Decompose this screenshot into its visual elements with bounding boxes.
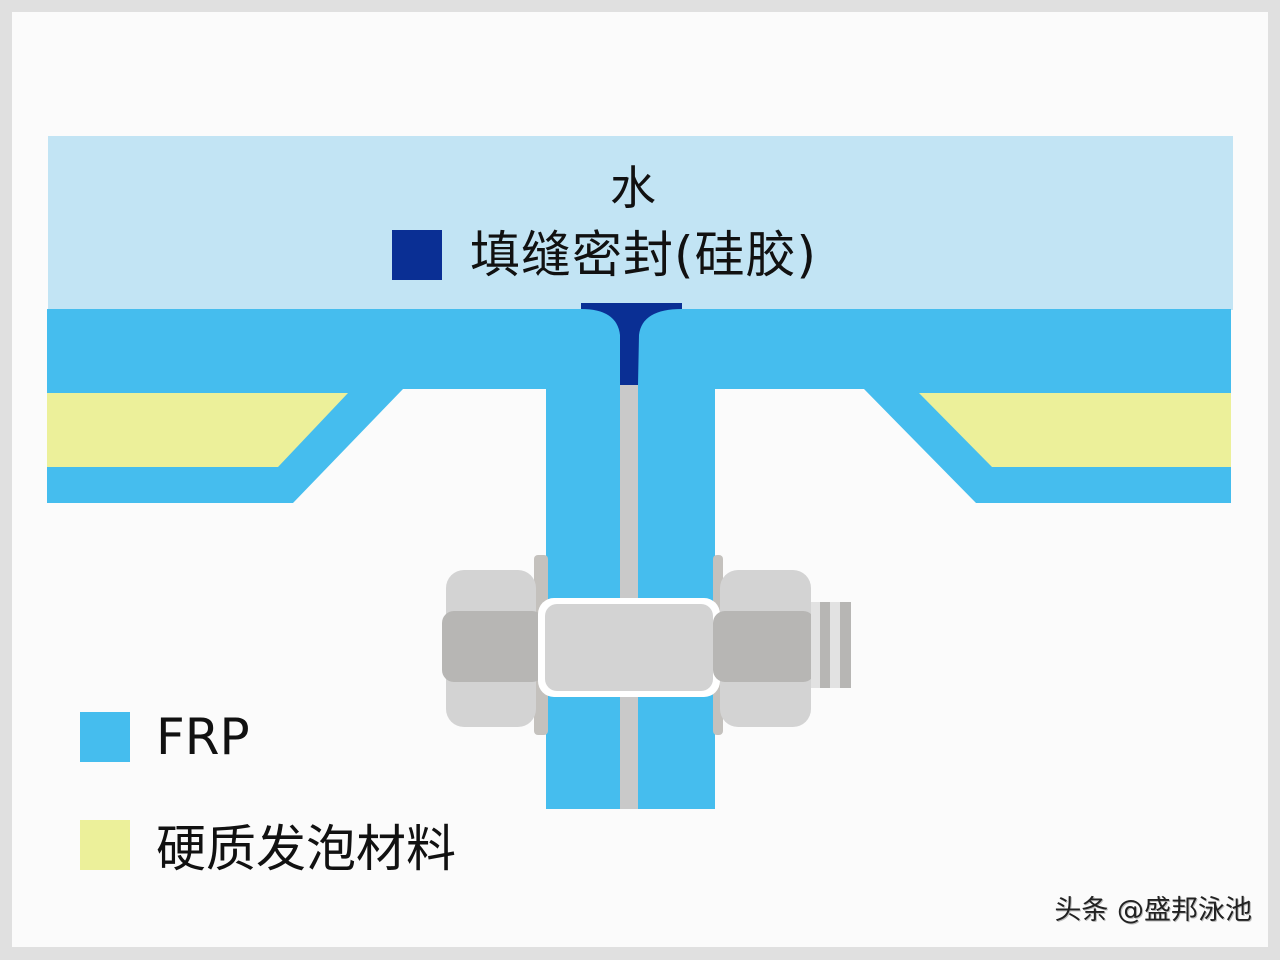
legend-item-frp: FRP <box>80 708 250 766</box>
sealant-swatch <box>392 230 442 280</box>
frp-legend-label: FRP <box>156 708 250 766</box>
sealant-legend: 填缝密封(硅胶) <box>392 230 817 280</box>
water-region <box>48 136 1233 310</box>
bolt-end <box>811 602 851 688</box>
nut-right <box>713 570 815 727</box>
frp-swatch <box>80 712 130 762</box>
sealant-legend-label: 填缝密封(硅胶) <box>470 226 818 284</box>
water-label: 水 <box>610 161 656 215</box>
sealant <box>581 303 682 385</box>
legend-item-foam: 硬质发泡材料 <box>80 809 456 881</box>
frp-panel-right <box>638 309 1231 809</box>
foam-swatch <box>80 820 130 870</box>
watermark: 头条 @盛邦泳池 <box>1054 895 1252 926</box>
gasket <box>620 385 638 809</box>
foam-core-left <box>47 393 348 467</box>
nut-left <box>442 570 544 727</box>
foam-legend-label: 硬质发泡材料 <box>156 820 456 878</box>
bolt-shank <box>545 604 713 691</box>
foam-core-right <box>919 393 1231 467</box>
